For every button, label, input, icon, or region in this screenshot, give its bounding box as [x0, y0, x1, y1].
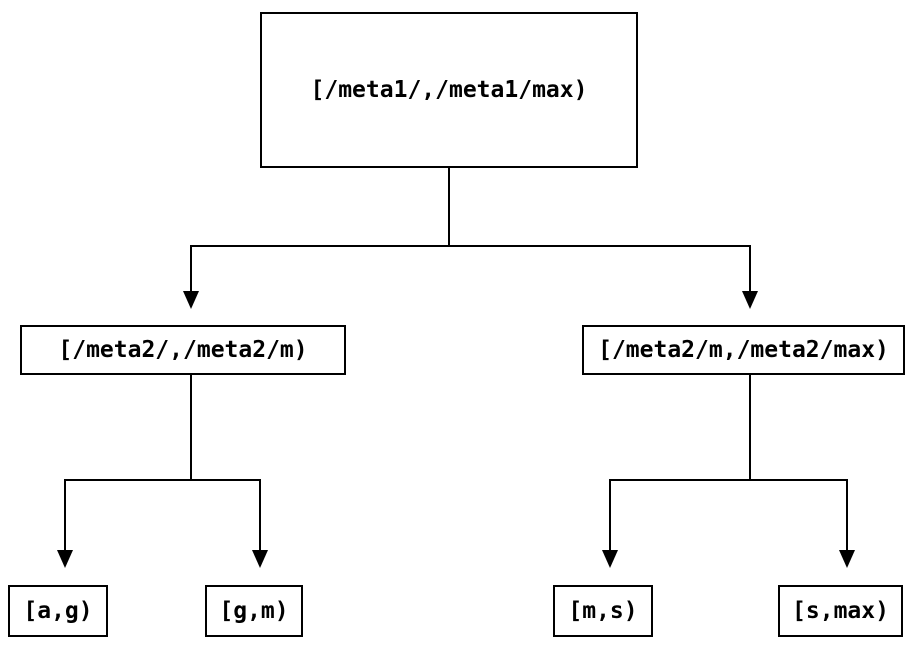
node-leaf-m-s: [m,s) [553, 585, 653, 637]
node-leaf-s-max: [s,max) [778, 585, 903, 637]
arrowhead-icon [183, 291, 199, 309]
node-leaf-a-g: [a,g) [8, 585, 108, 637]
arrowhead-icon [57, 550, 73, 568]
node-leaf-g-m: [g,m) [205, 585, 303, 637]
arrowhead-icon [602, 550, 618, 568]
arrowhead-icon [839, 550, 855, 568]
node-right-child: [/meta2/m,/meta2/max) [582, 325, 905, 375]
arrowhead-icon [252, 550, 268, 568]
node-root: [/meta1/,/meta1/max) [260, 12, 638, 168]
arrowhead-icon [742, 291, 758, 309]
node-left-child: [/meta2/,/meta2/m) [20, 325, 346, 375]
